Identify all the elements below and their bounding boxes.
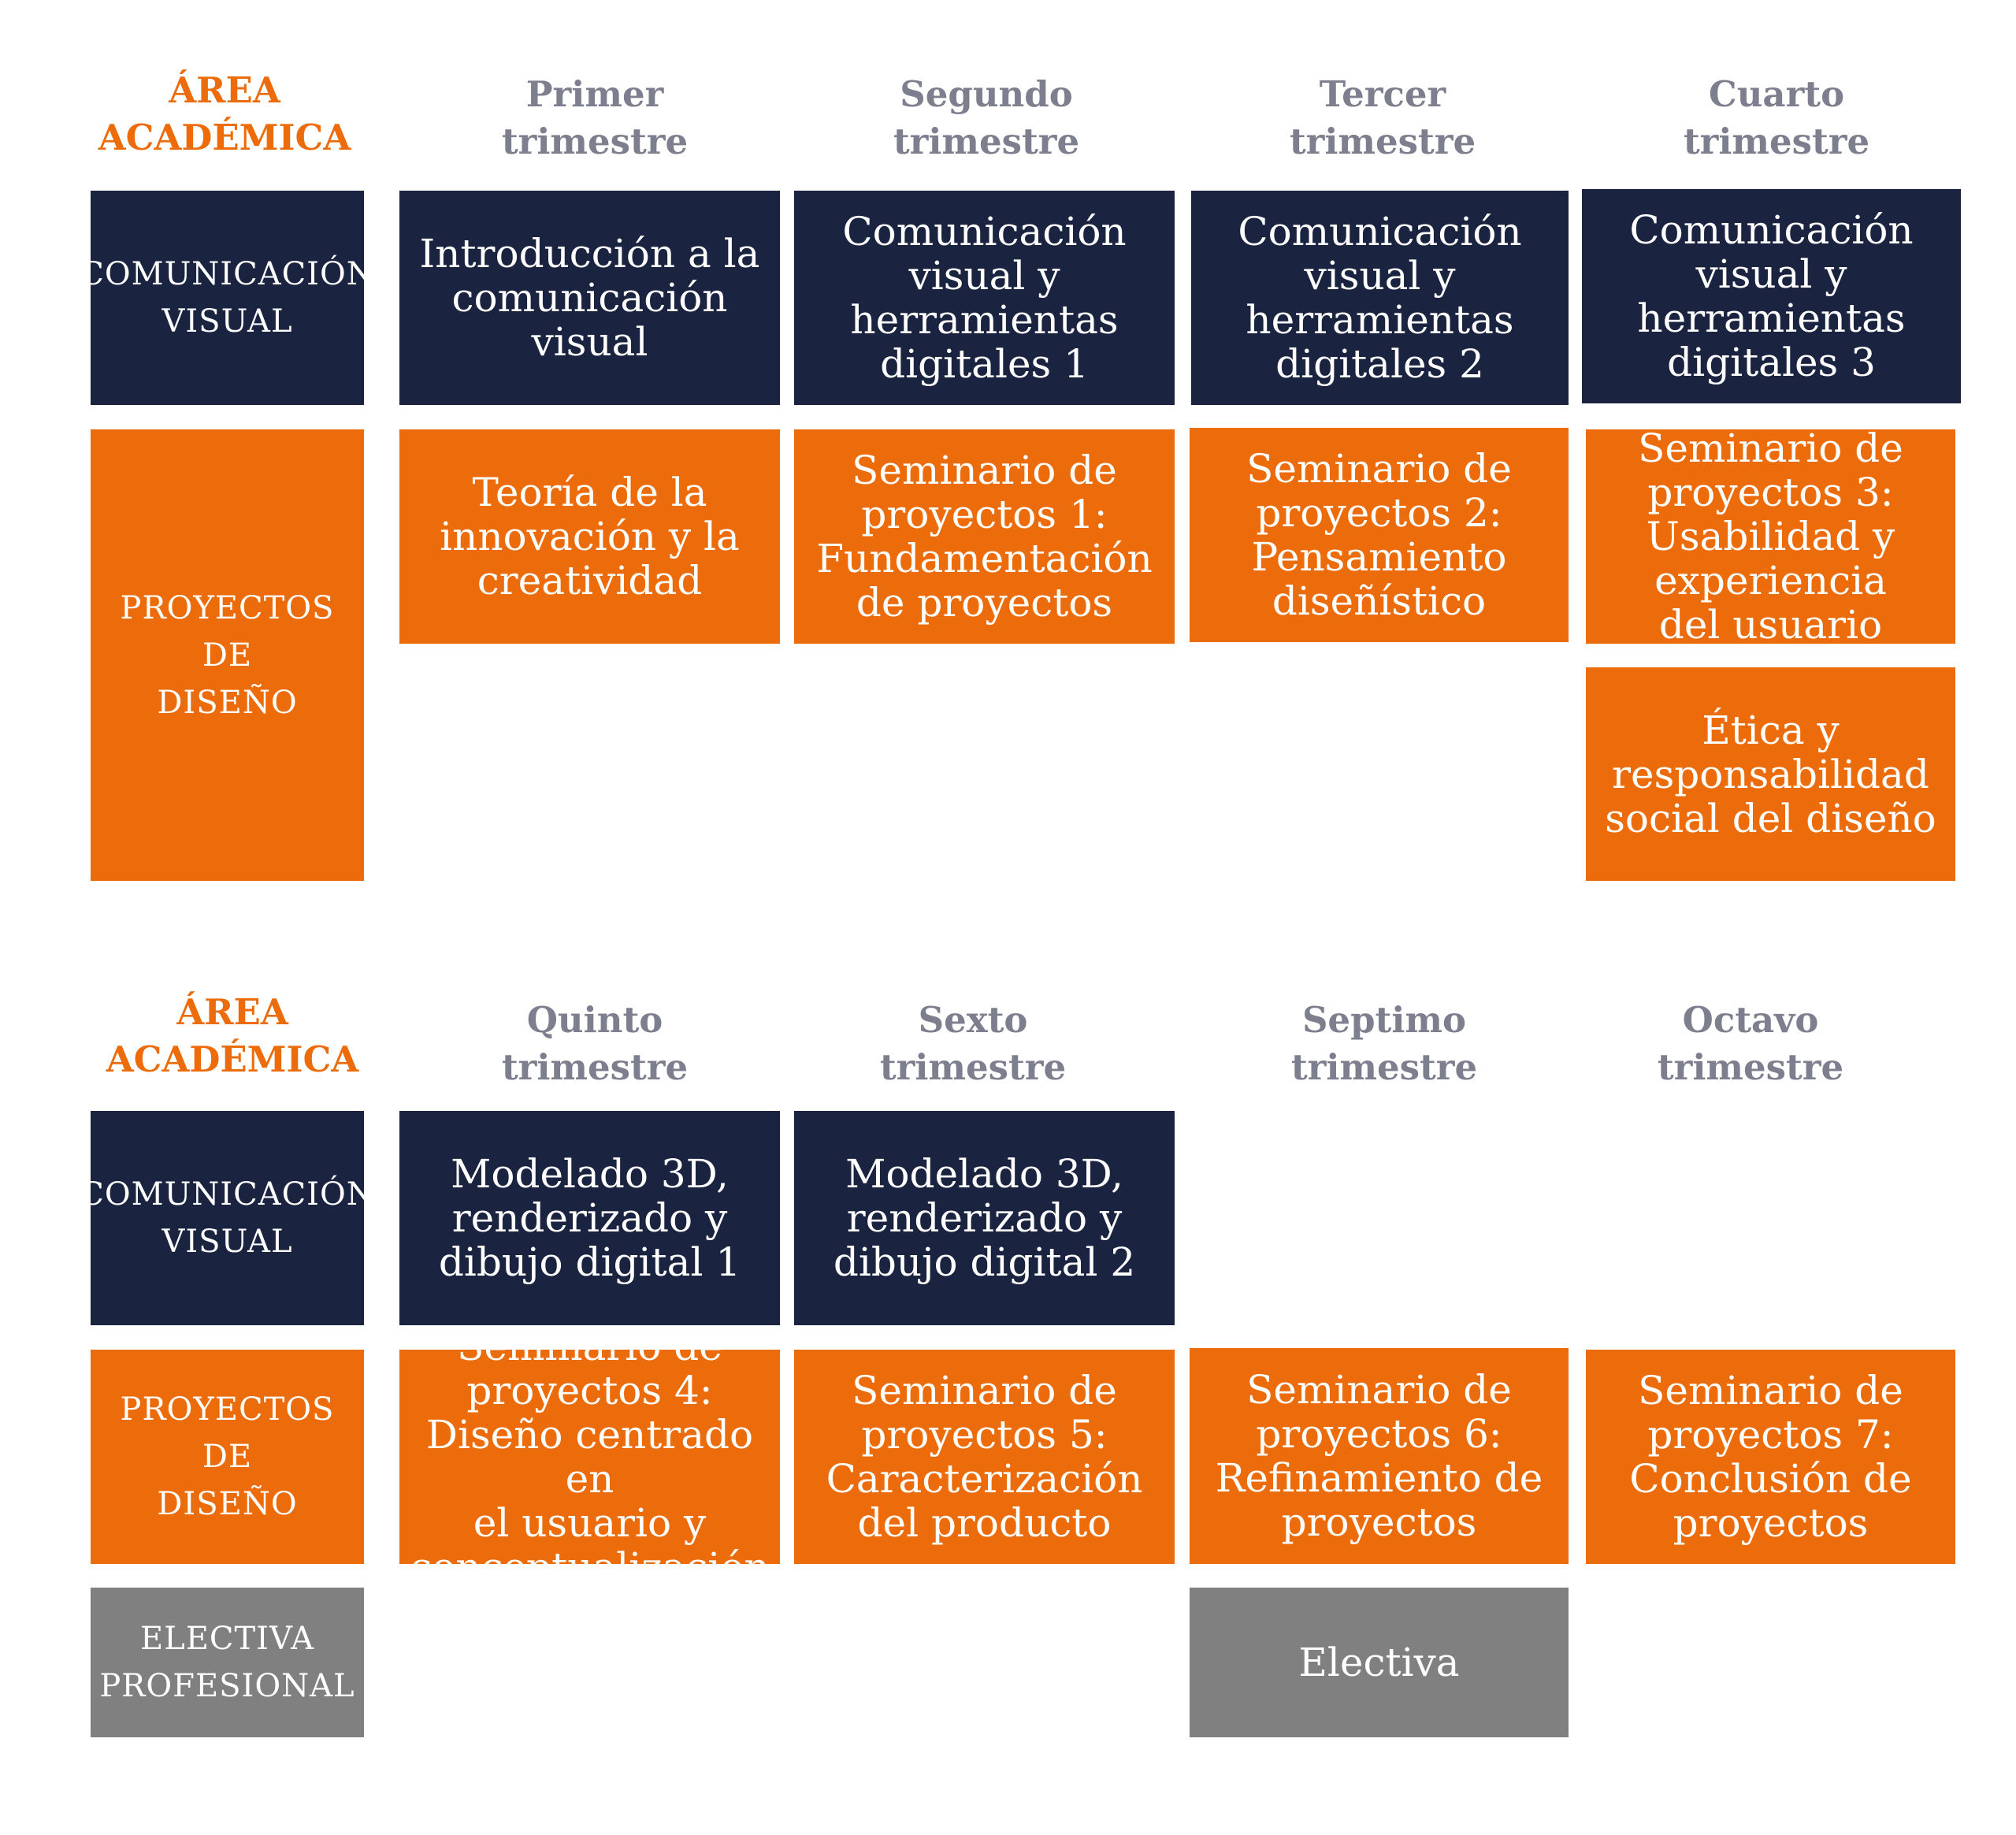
course-box: Modelado 3D, renderizado y dibujo digita…	[399, 1111, 780, 1325]
course-box: Comunicación visual y herramientas digit…	[1582, 189, 1961, 403]
row-label-proyectos-de-diseno: PROYECTOS DE DISEÑO	[91, 1350, 364, 1564]
row-label-electiva-profesional: ELECTIVA PROFESIONAL	[91, 1588, 364, 1737]
elective-course-box: Electiva	[1190, 1588, 1569, 1737]
course-box: Seminario de proyectos 7: Conclusión de …	[1586, 1350, 1955, 1564]
term-heading-2: Segundo trimestre	[893, 73, 1080, 162]
course-box: Seminario de proyectos 2: Pensamiento di…	[1190, 428, 1569, 642]
course-box: Seminario de proyectos 5: Caracterizació…	[794, 1350, 1175, 1564]
course-box: Comunicación visual y herramientas digit…	[794, 191, 1175, 405]
term-heading-1: Primer trimestre	[501, 73, 689, 162]
course-box: Seminario de proyectos 6: Refinamiento d…	[1190, 1348, 1569, 1564]
area-heading-2: ÁREA ACADÉMICA	[106, 991, 359, 1080]
term-heading-3: Tercer trimestre	[1289, 73, 1476, 162]
course-box: Seminario de proyectos 3: Usabilidad y e…	[1586, 426, 1955, 647]
course-box: Teoría de la innovación y la creatividad	[399, 429, 780, 644]
term-heading-4: Cuarto trimestre	[1683, 73, 1870, 162]
course-box: Introducción a la comunicación visual	[399, 191, 780, 405]
row-label-comunicacion-visual: COMUNICACIÓN VISUAL	[80, 1111, 374, 1325]
area-heading-1: ÁREA ACADÉMICA	[98, 69, 351, 158]
term-heading-6: Sexto trimestre	[879, 999, 1067, 1088]
course-box: Seminario de proyectos 4: Diseño centrad…	[399, 1324, 780, 1589]
term-heading-5: Quinto trimestre	[501, 999, 689, 1088]
course-box: Modelado 3D, renderizado y dibujo digita…	[794, 1111, 1175, 1325]
row-label-comunicacion-visual: COMUNICACIÓN VISUAL	[80, 191, 374, 405]
course-box: Seminario de proyectos 1: Fundamentación…	[794, 429, 1175, 644]
term-heading-8: Octavo trimestre	[1657, 999, 1844, 1088]
course-box: Ética y responsabilidad social del diseñ…	[1586, 667, 1955, 881]
row-label-proyectos-de-diseno: PROYECTOS DE DISEÑO	[91, 429, 364, 881]
course-box: Comunicación visual y herramientas digit…	[1191, 191, 1569, 405]
term-heading-7: Septimo trimestre	[1290, 999, 1478, 1088]
